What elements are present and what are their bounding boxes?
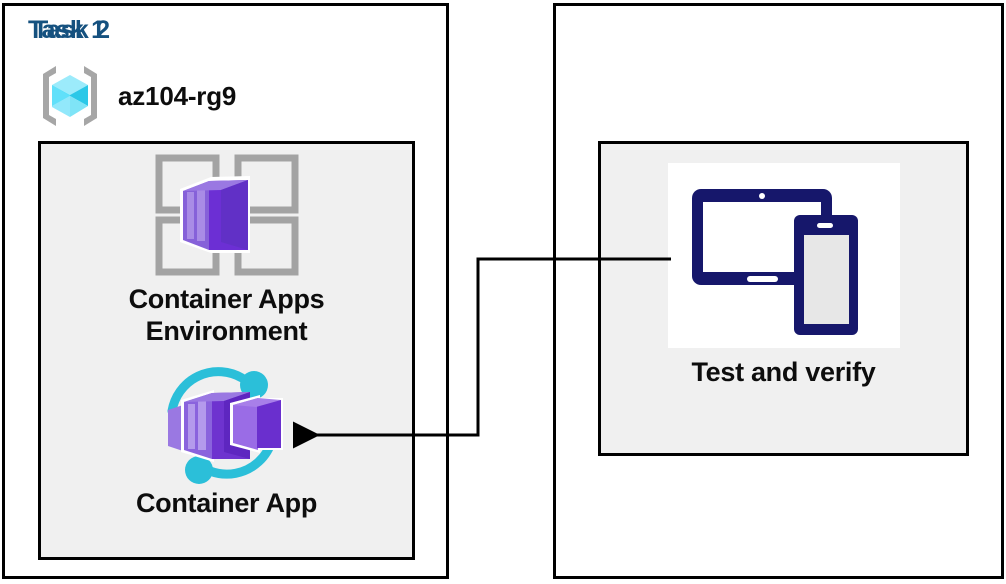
node-container-apps-environment: Container Apps Environment (38, 152, 415, 347)
task-2-title: Task 2 (33, 16, 111, 44)
devices-test-icon (684, 173, 884, 338)
container-app-icon (144, 366, 309, 484)
node-label-container-apps-environment: Container Apps Environment (128, 284, 325, 346)
node-label-container-app: Container App (135, 488, 318, 518)
task-1-title: Task 1 (28, 16, 106, 44)
resource-group-header: az104-rg9 (36, 62, 236, 130)
node-test-and-verify: Test and verify (598, 163, 969, 389)
node-container-app: Container App (38, 366, 415, 520)
node-label-test-and-verify: Test and verify (691, 357, 876, 387)
resource-group-name: az104-rg9 (118, 80, 237, 111)
devices-icon-plate (667, 163, 900, 348)
azure-resource-group-icon (36, 62, 104, 130)
container-apps-environment-icon (147, 152, 307, 278)
